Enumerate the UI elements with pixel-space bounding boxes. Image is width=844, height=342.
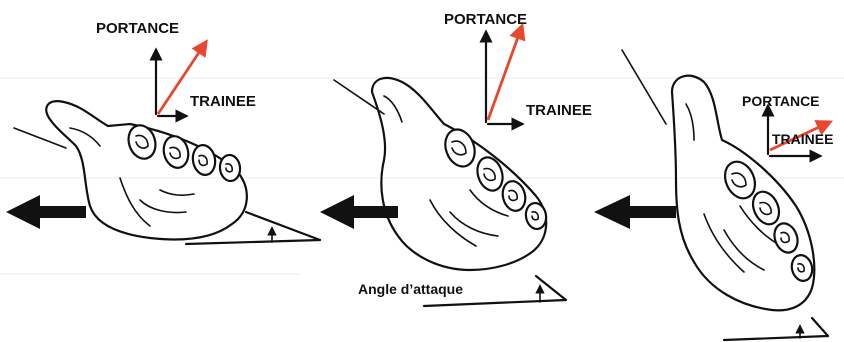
hand-3 [672, 76, 815, 311]
angle-of-attack-label: Angle d’attaque [358, 281, 463, 297]
hand-2 [372, 78, 548, 270]
airflow-line [622, 50, 666, 124]
panel-1: PORTANCE TRAINEE [6, 20, 320, 244]
lift-label: PORTANCE [96, 20, 179, 37]
background-guides [0, 78, 844, 274]
lift-label: PORTANCE [444, 11, 527, 28]
drag-label: TRAINEE [526, 102, 592, 119]
lift-label: PORTANCE [742, 93, 820, 109]
drag-label: TRAINEE [772, 131, 833, 147]
motion-arrow [594, 195, 676, 229]
drag-label: TRAINEE [190, 93, 256, 110]
force-vectors-2 [486, 26, 522, 124]
angle-wedge-3 [724, 318, 828, 340]
angle-wedge-1 [186, 212, 320, 244]
panel-2: PORTANCE TRAINEE Angle d’attaque [320, 11, 592, 306]
resultant-arrow [488, 26, 522, 120]
hand-1 [46, 101, 247, 239]
airflow-line [14, 128, 66, 148]
airflow-line [334, 80, 384, 114]
panel-3: PORTANCE TRAINEE [594, 50, 833, 340]
motion-arrow [6, 195, 86, 229]
